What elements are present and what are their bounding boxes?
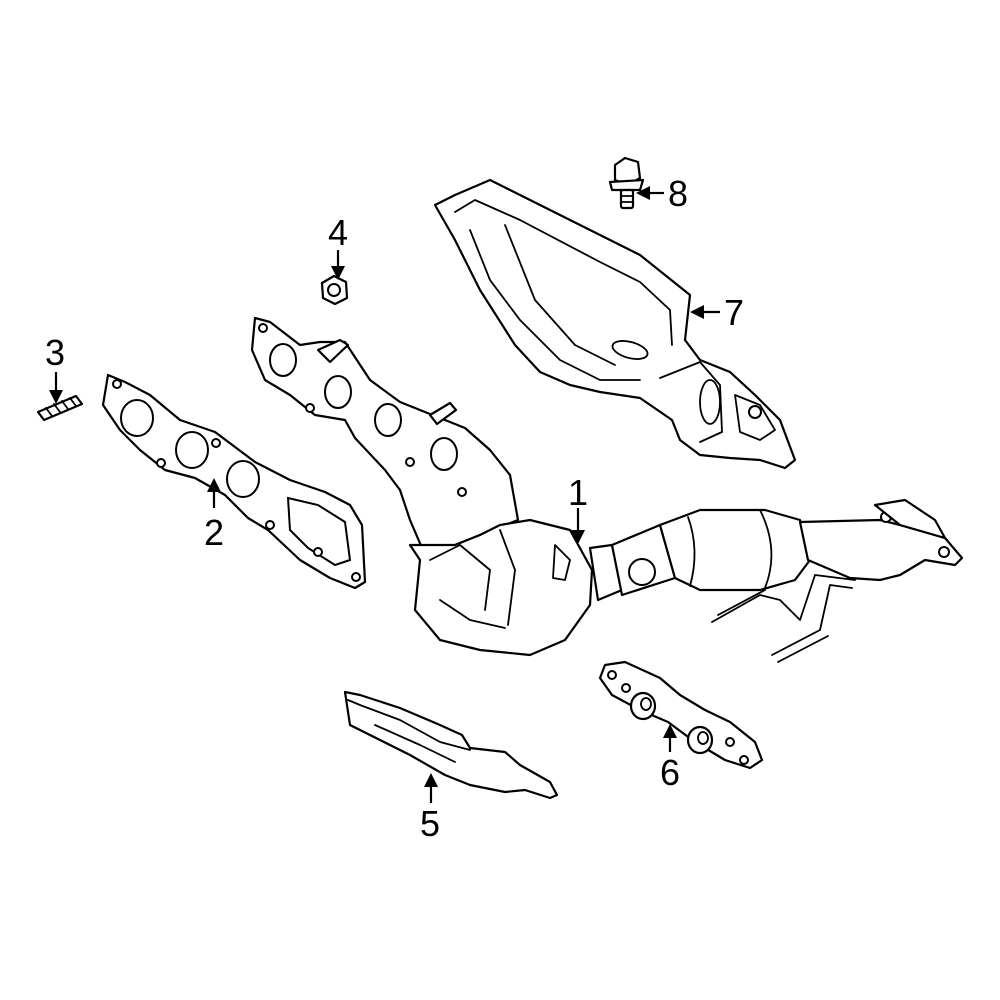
- heat-shield-upper: [433, 178, 797, 470]
- callout-1: 1: [568, 472, 588, 513]
- callout-5: 5: [420, 803, 440, 844]
- callout-3: 3: [45, 332, 65, 373]
- hex-nut: [320, 274, 349, 306]
- mount-bracket: [598, 660, 764, 770]
- manifold-gasket: [101, 373, 367, 590]
- heat-shield-lower: [343, 690, 559, 800]
- exhaust-manifold-converter: [250, 316, 964, 663]
- callout-2: 2: [204, 512, 224, 553]
- callout-7: 7: [724, 292, 744, 333]
- stud: [36, 394, 84, 422]
- callout-leaders: [49, 186, 720, 803]
- callout-6: 6: [660, 752, 680, 793]
- callout-4: 4: [328, 212, 348, 253]
- callout-8: 8: [668, 173, 688, 214]
- flange-bolt: [608, 156, 645, 210]
